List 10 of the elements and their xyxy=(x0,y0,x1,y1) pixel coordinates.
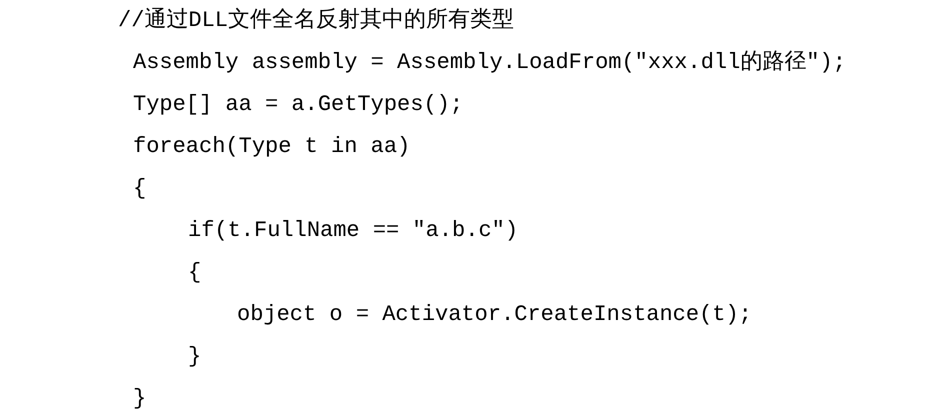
code-line: Assembly assembly = Assembly.LoadFrom("xxx.dll的路径"); xyxy=(133,49,846,77)
code-line: if(t.FullName == "a.b.c") xyxy=(188,217,518,245)
code-line: object o = Activator.CreateInstance(t); xyxy=(237,301,752,329)
code-line: } xyxy=(133,385,146,413)
code-line: } xyxy=(188,343,202,371)
code-line: foreach(Type t in aa) xyxy=(133,133,410,161)
code-line: Type[] aa = a.GetTypes(); xyxy=(133,91,464,119)
code-line: { xyxy=(188,259,202,287)
code-comment: //通过DLL文件全名反射其中的所有类型 xyxy=(118,6,514,35)
code-line: { xyxy=(133,175,146,203)
